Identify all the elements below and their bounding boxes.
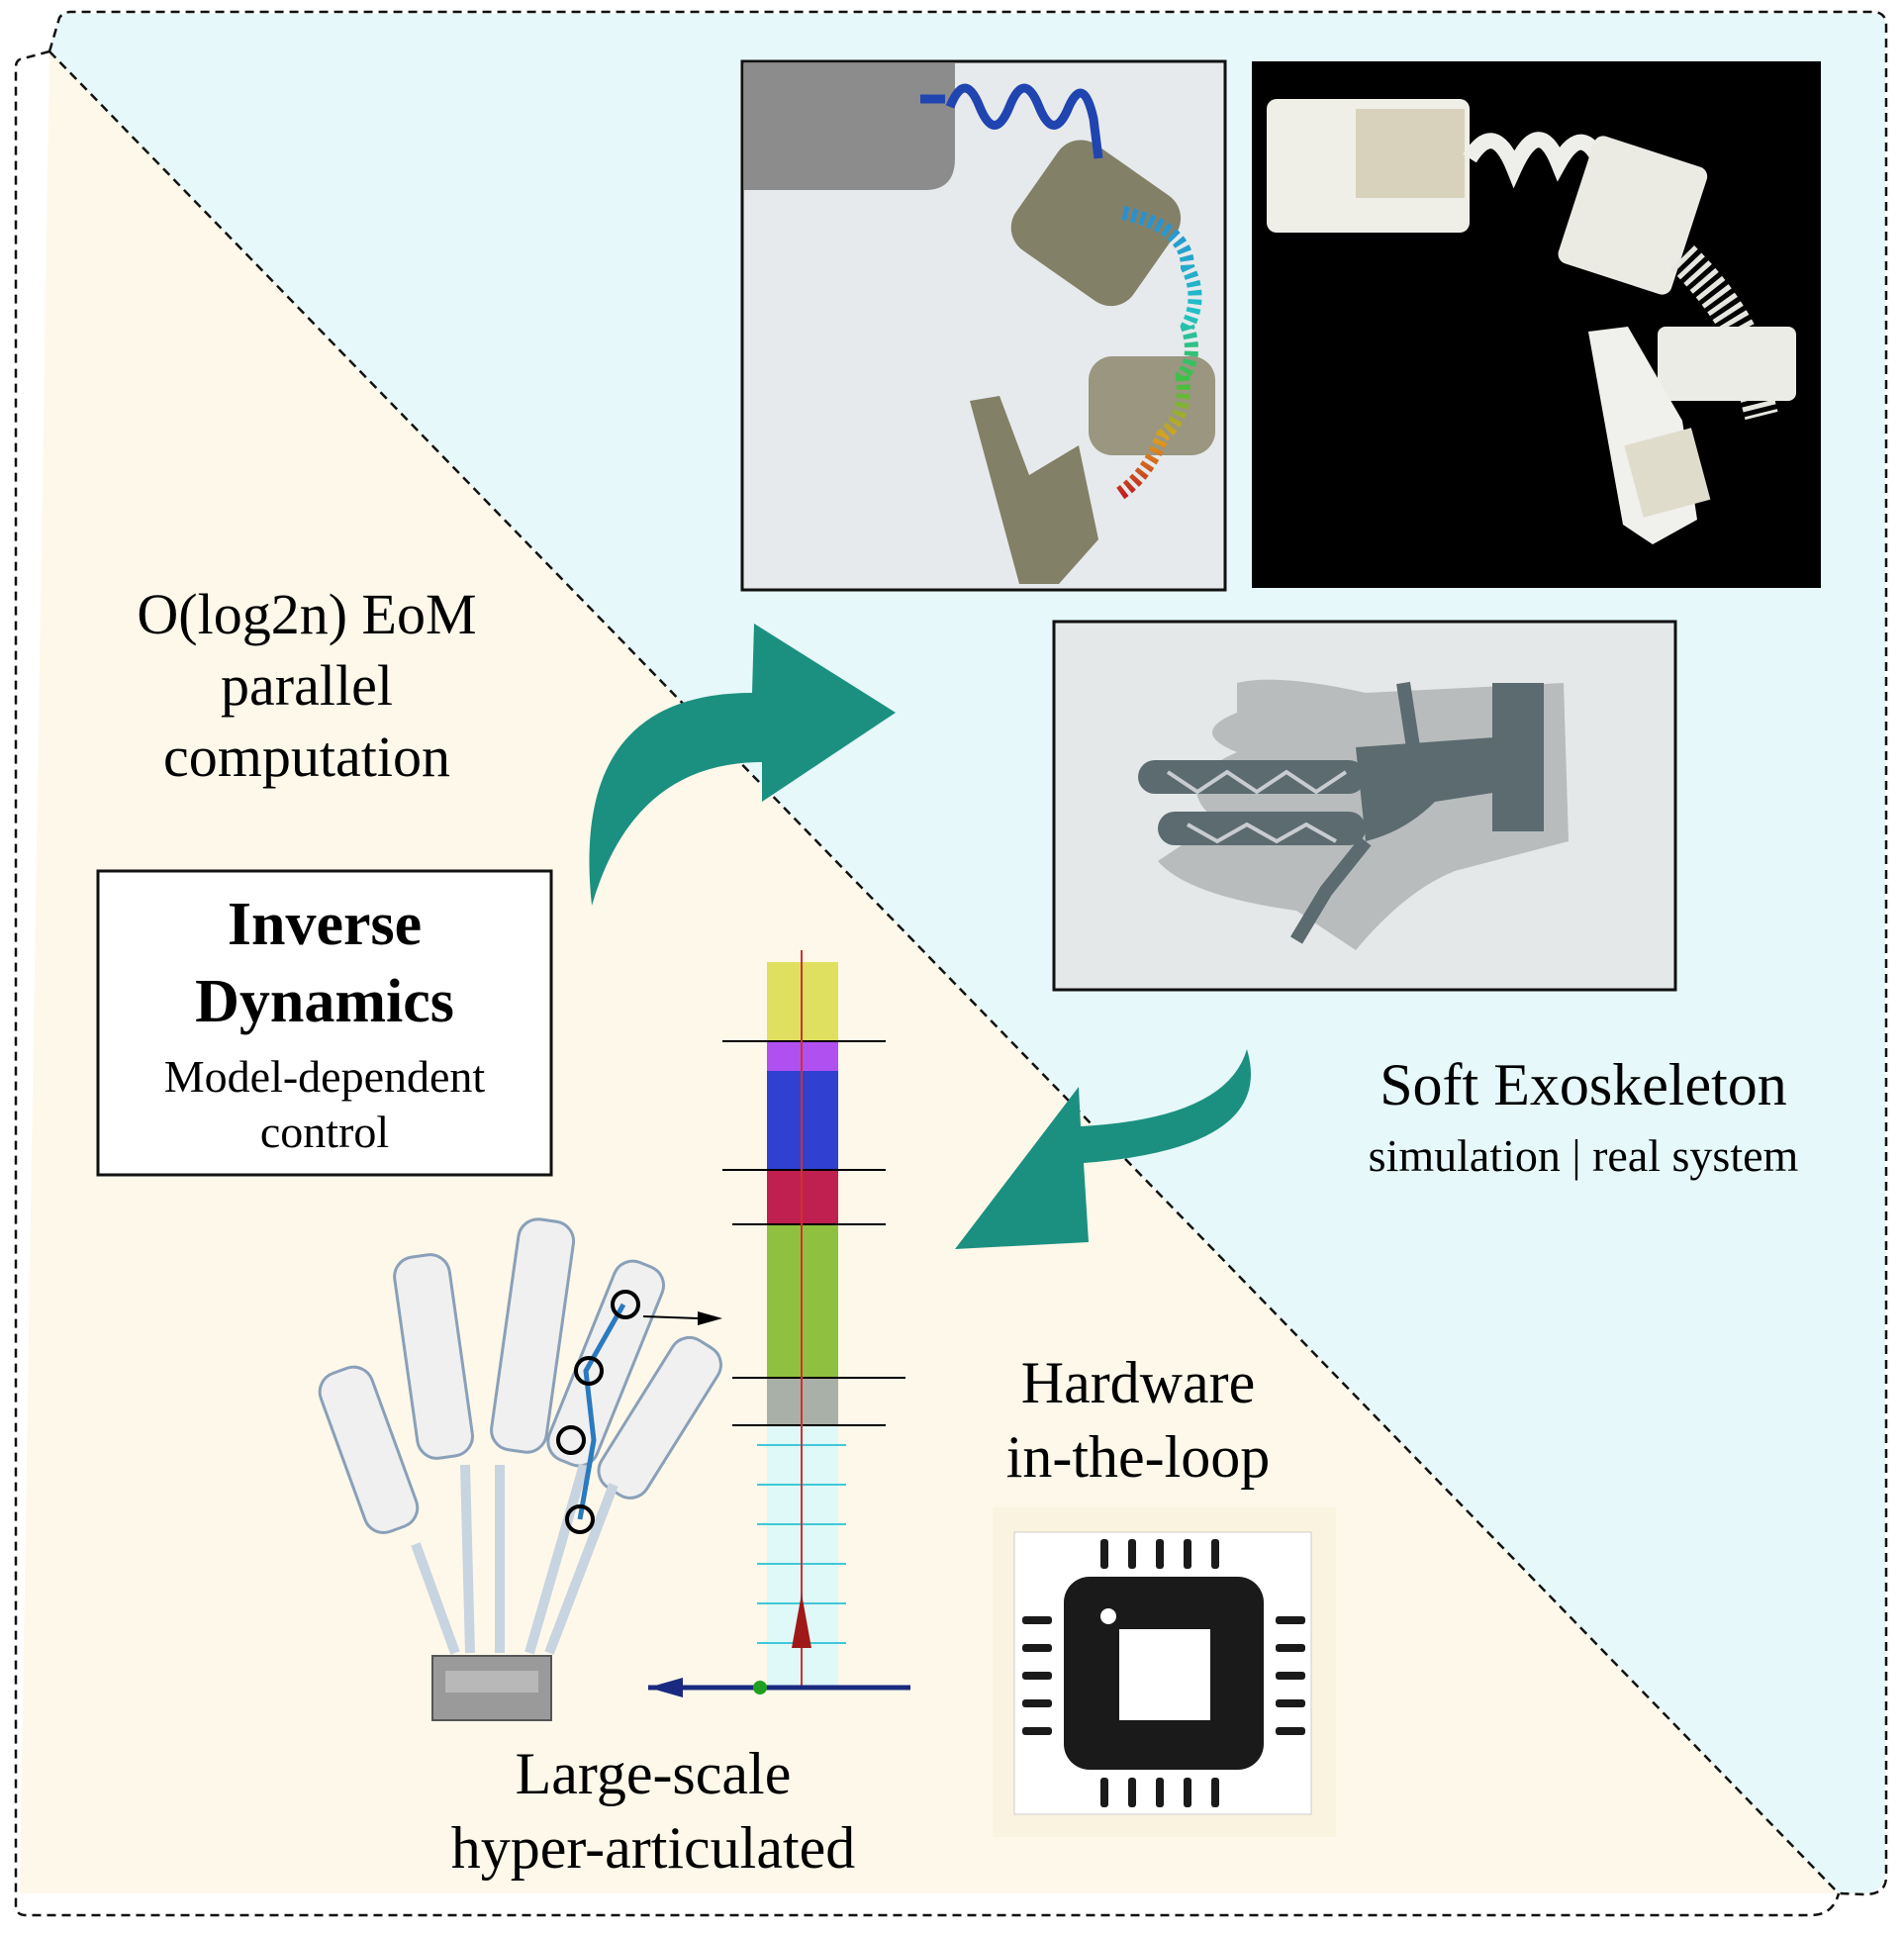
arrow-to-exoskeleton bbox=[589, 624, 896, 906]
large-scale-label: Large-scale hyper-articulated bbox=[356, 1737, 950, 1886]
eom-line-1: O(log2n) EoM bbox=[137, 582, 477, 646]
chip-icon bbox=[993, 1507, 1336, 1837]
inverse-dynamics-title: Inverse Dynamics bbox=[98, 886, 551, 1040]
robotic-hand bbox=[318, 1217, 722, 1721]
left-region-outline bbox=[14, 49, 1841, 1917]
model-dependent-line-2: control bbox=[259, 1107, 390, 1157]
eom-label: O(log2n) EoM parallel computation bbox=[59, 579, 554, 793]
sim-real-label: simulation | real system bbox=[1368, 1130, 1799, 1181]
link-chain-visual bbox=[648, 950, 910, 1697]
arrow-to-hand bbox=[955, 1049, 1251, 1249]
inverse-dynamics-line-2: Dynamics bbox=[195, 968, 454, 1035]
hardware-label: Hardware in-the-loop bbox=[915, 1346, 1361, 1495]
simulation-image bbox=[740, 59, 1227, 592]
diagonal-divider bbox=[48, 50, 1840, 1894]
eom-line-2: parallel bbox=[221, 653, 393, 718]
soft-exoskeleton-label: Soft Exoskeleton bbox=[1380, 1052, 1787, 1117]
left-region bbox=[20, 51, 1839, 1893]
glove-image bbox=[1052, 620, 1677, 992]
hardware-line-2: in-the-loop bbox=[1005, 1424, 1271, 1490]
inverse-dynamics-box bbox=[96, 869, 553, 1177]
right-region-outline bbox=[48, 10, 1888, 1896]
large-scale-line-1: Large-scale bbox=[515, 1741, 792, 1806]
eom-line-3: computation bbox=[163, 725, 450, 789]
model-dependent-label: Model-dependent control bbox=[98, 1049, 551, 1160]
inverse-dynamics-line-1: Inverse bbox=[227, 891, 423, 958]
hardware-line-1: Hardware bbox=[1020, 1350, 1256, 1415]
large-scale-line-2: hyper-articulated bbox=[450, 1815, 856, 1881]
real-system-image bbox=[1252, 61, 1821, 588]
model-dependent-line-1: Model-dependent bbox=[163, 1051, 486, 1102]
